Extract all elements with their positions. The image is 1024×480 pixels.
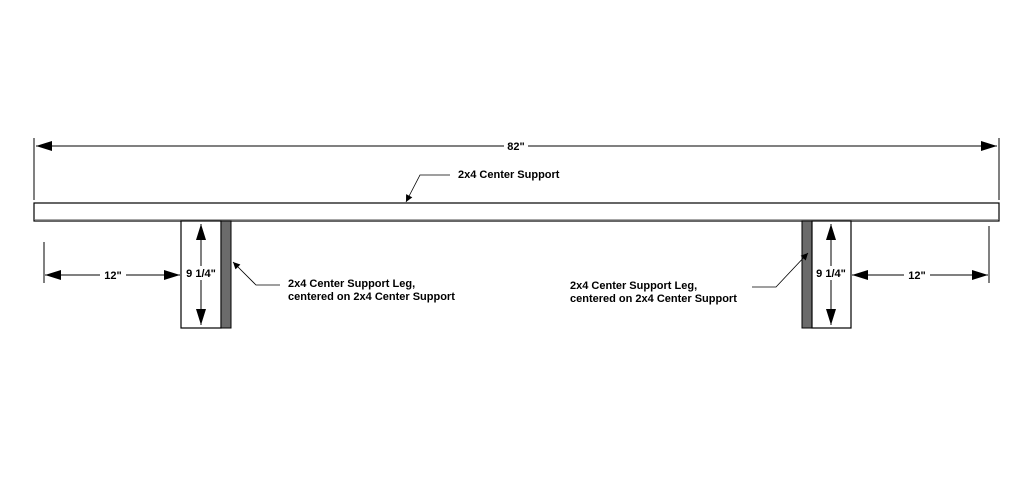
overall-length-dimension: 82" — [33, 138, 1000, 200]
overall-length-label: 82" — [507, 141, 524, 153]
left-leg-callout: 2x4 Center Support Leg, centered on 2x4 … — [232, 261, 455, 303]
left-leg-label-line1: 2x4 Center Support Leg, — [288, 278, 415, 290]
right-leg-callout: 2x4 Center Support Leg, centered on 2x4 … — [570, 252, 809, 305]
left-support-leg: 9 1/4" — [180, 220, 232, 329]
right-leg-height-label: 9 1/4" — [816, 268, 846, 280]
center-support-callout: 2x4 Center Support — [405, 169, 560, 203]
right-offset-label: 12" — [908, 270, 925, 282]
left-offset-label: 12" — [104, 270, 121, 282]
dimension-text-background — [504, 139, 528, 153]
right-support-leg: 9 1/4" — [801, 220, 852, 329]
center-support-label: 2x4 Center Support — [458, 169, 560, 181]
left-leg-label-line2: centered on 2x4 Center Support — [288, 291, 455, 303]
center-support-board — [33, 202, 1000, 222]
right-leg-label-line2: centered on 2x4 Center Support — [570, 293, 737, 305]
left-leg-height-label: 9 1/4" — [186, 268, 216, 280]
right-offset-dimension: 12" — [852, 226, 990, 283]
left-offset-dimension: 12" — [43, 242, 180, 283]
right-leg-label-line1: 2x4 Center Support Leg, — [570, 280, 697, 292]
